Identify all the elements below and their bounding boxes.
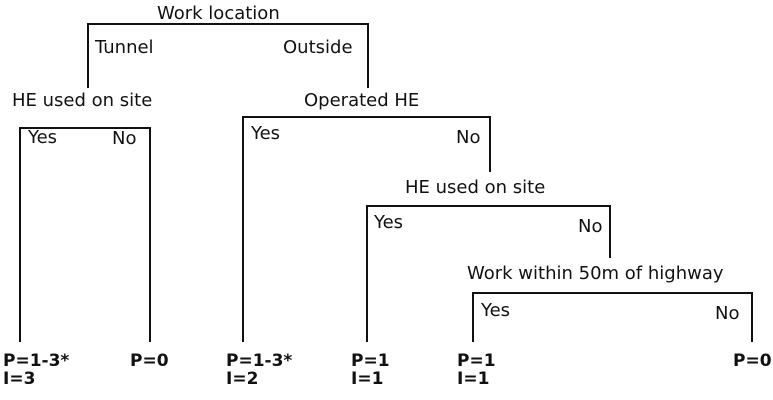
- outside-branch-yes: Yes: [251, 123, 281, 144]
- tunnel-node-label: HE used on site: [12, 90, 153, 111]
- edge-tunnel-node: [19, 127, 151, 342]
- edge-operated-no-node: [366, 205, 611, 342]
- leaf-3: P=1-3* I=2: [226, 352, 292, 389]
- leaf-5-i: I=1: [457, 369, 490, 390]
- root-label: Work location: [157, 3, 280, 24]
- leaf-5-p: P=1: [457, 351, 496, 371]
- edge-highway-node: [472, 292, 753, 342]
- operated-no-branch-no: No: [578, 216, 603, 237]
- leaf-2: P=0: [130, 351, 169, 371]
- highway-branch-yes: Yes: [481, 300, 511, 321]
- leaf-2-p: P=0: [130, 351, 169, 371]
- outside-node-label: Operated HE: [304, 90, 420, 111]
- tunnel-branch-yes: Yes: [28, 127, 58, 148]
- leaf-6: P=0: [733, 351, 772, 371]
- operated-no-branch-yes: Yes: [374, 212, 404, 233]
- highway-node-label: Work within 50m of highway: [467, 263, 724, 284]
- root-branch-outside: Outside: [283, 37, 353, 58]
- operated-no-node-label: HE used on site: [405, 177, 546, 198]
- edge-outside-node: [242, 116, 491, 342]
- leaf-1-i: I=3: [3, 369, 36, 390]
- leaf-3-p: P=1-3*: [226, 351, 293, 371]
- leaf-4-p: P=1: [351, 351, 390, 371]
- leaf-1: P=1-3* I=3: [3, 352, 69, 389]
- leaf-5: P=1 I=1: [457, 352, 496, 389]
- leaf-4-i: I=1: [351, 369, 384, 390]
- edge-root: [87, 23, 369, 88]
- tunnel-branch-no: No: [112, 128, 137, 149]
- leaf-3-i: I=2: [226, 369, 259, 390]
- highway-branch-no: No: [715, 303, 740, 324]
- leaf-4: P=1 I=1: [351, 352, 390, 389]
- outside-branch-no: No: [456, 127, 481, 148]
- root-branch-tunnel: Tunnel: [95, 37, 154, 58]
- leaf-6-p: P=0: [733, 351, 772, 371]
- leaf-1-p: P=1-3*: [3, 351, 70, 371]
